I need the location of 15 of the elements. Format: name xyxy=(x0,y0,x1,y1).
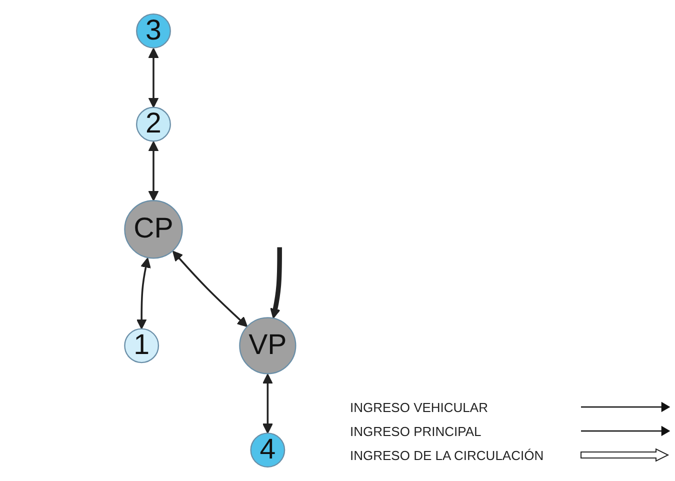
node-circle: 4 xyxy=(250,432,286,468)
node-circle: 2 xyxy=(136,106,171,142)
arrow xyxy=(148,48,159,108)
arrow xyxy=(136,258,151,330)
node-circle: VP xyxy=(239,317,296,374)
node-circle: CP xyxy=(124,200,183,259)
legend-text: INGRESO PRINCIPAL xyxy=(350,424,482,438)
legend-text: INGRESO VEHICULAR xyxy=(350,400,489,414)
arrow xyxy=(270,247,282,319)
arrow xyxy=(262,374,273,434)
legend-text: INGRESO DE LA CIRCULACIÓN xyxy=(350,448,545,462)
arrow xyxy=(148,141,159,202)
node-circle: 1 xyxy=(124,328,160,364)
arrow xyxy=(172,250,248,328)
node-circle: 3 xyxy=(136,13,171,48)
